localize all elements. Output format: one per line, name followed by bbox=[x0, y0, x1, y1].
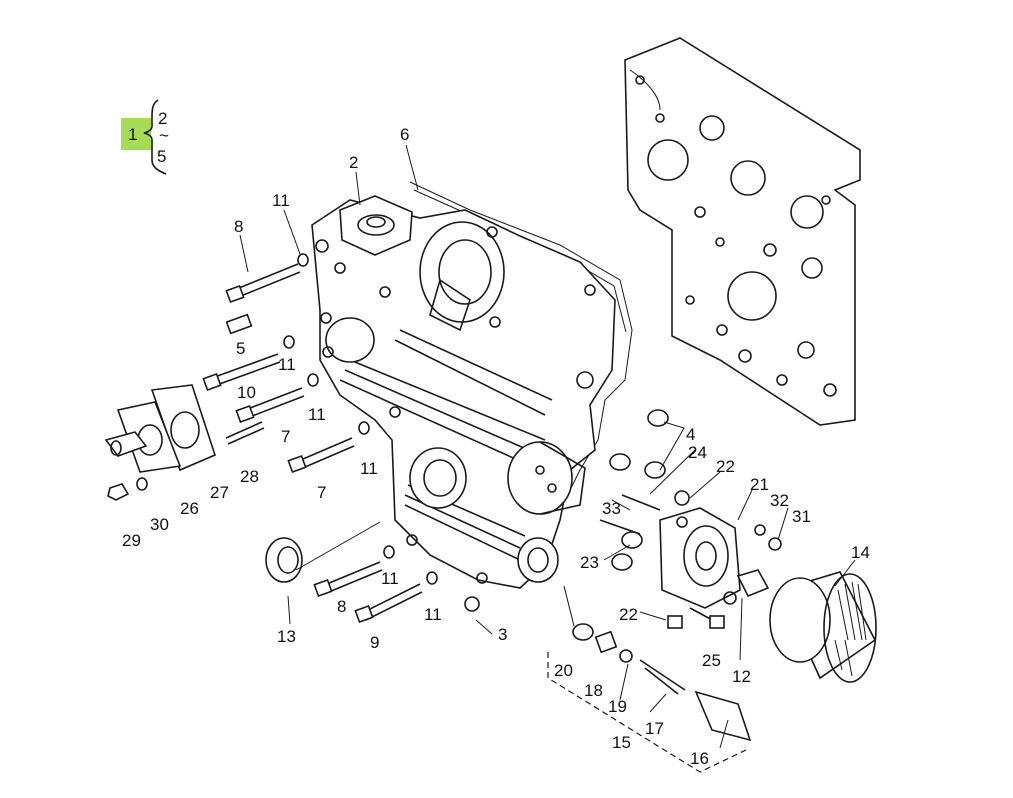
callout-16: 16 bbox=[690, 749, 709, 768]
callout-8: 8 bbox=[337, 597, 346, 616]
assembly-key-brace bbox=[143, 99, 167, 175]
callout-11: 11 bbox=[308, 405, 326, 424]
assembly-key-main: 1 bbox=[128, 125, 137, 144]
callout-8: 8 bbox=[234, 217, 243, 236]
oil-filter bbox=[769, 571, 877, 683]
assembly-key: 1 2 ~ 5 bbox=[121, 99, 169, 175]
callout-28: 28 bbox=[240, 467, 259, 486]
callout-12: 12 bbox=[732, 667, 751, 686]
callout-6: 6 bbox=[400, 125, 409, 144]
oil-seal bbox=[265, 537, 303, 583]
callout-13: 13 bbox=[277, 627, 296, 646]
callout-15: 15 bbox=[612, 733, 631, 752]
callout-4: 4 bbox=[686, 425, 695, 444]
callout-33: 33 bbox=[602, 499, 621, 518]
callout-18: 18 bbox=[584, 681, 603, 700]
callout-11: 11 bbox=[272, 191, 290, 210]
washers bbox=[283, 253, 438, 585]
callout-20: 20 bbox=[554, 661, 573, 680]
callout-11: 11 bbox=[278, 355, 296, 374]
callout-24: 24 bbox=[688, 443, 707, 462]
callout-32: 32 bbox=[770, 491, 789, 510]
callout-11: 11 bbox=[424, 605, 442, 624]
callout-7: 7 bbox=[317, 483, 326, 502]
callout-11: 11 bbox=[360, 459, 378, 478]
assembly-key-range-start: 2 bbox=[158, 109, 167, 128]
callout-9: 9 bbox=[370, 633, 379, 652]
callout-27: 27 bbox=[210, 483, 229, 502]
oil-pump-disc bbox=[507, 441, 586, 515]
callout-25: 25 bbox=[702, 651, 721, 670]
assembly-key-range-end: 5 bbox=[157, 147, 166, 166]
callout-30: 30 bbox=[150, 515, 169, 534]
callout-14: 14 bbox=[851, 543, 870, 562]
callout-21: 21 bbox=[750, 475, 769, 494]
assembly-key-range-sep: ~ bbox=[159, 126, 169, 145]
side-flange bbox=[104, 384, 216, 501]
callouts: 2 6 11 8 5 11 10 11 7 28 11 7 27 26 30 2… bbox=[122, 125, 870, 768]
callout-19: 19 bbox=[608, 697, 627, 716]
engine-rear-plate bbox=[624, 37, 861, 426]
gear-case bbox=[311, 181, 633, 589]
callout-29: 29 bbox=[122, 531, 141, 550]
o-rings bbox=[572, 409, 669, 641]
callout-11: 11 bbox=[381, 569, 399, 588]
callout-3: 3 bbox=[498, 625, 507, 644]
oil-filter-bracket bbox=[659, 507, 741, 609]
callout-22: 22 bbox=[716, 457, 735, 476]
callout-2: 2 bbox=[349, 153, 358, 172]
callout-26: 26 bbox=[180, 499, 199, 518]
callout-17: 17 bbox=[645, 719, 664, 738]
relief-valve-parts bbox=[464, 490, 782, 773]
callout-23: 23 bbox=[580, 553, 599, 572]
callout-10: 10 bbox=[237, 383, 256, 402]
callout-7: 7 bbox=[281, 427, 290, 446]
leader-lines bbox=[239, 144, 856, 749]
bolts bbox=[202, 263, 725, 629]
callout-5: 5 bbox=[236, 339, 245, 358]
callout-31: 31 bbox=[792, 507, 811, 526]
callout-22: 22 bbox=[619, 605, 638, 624]
